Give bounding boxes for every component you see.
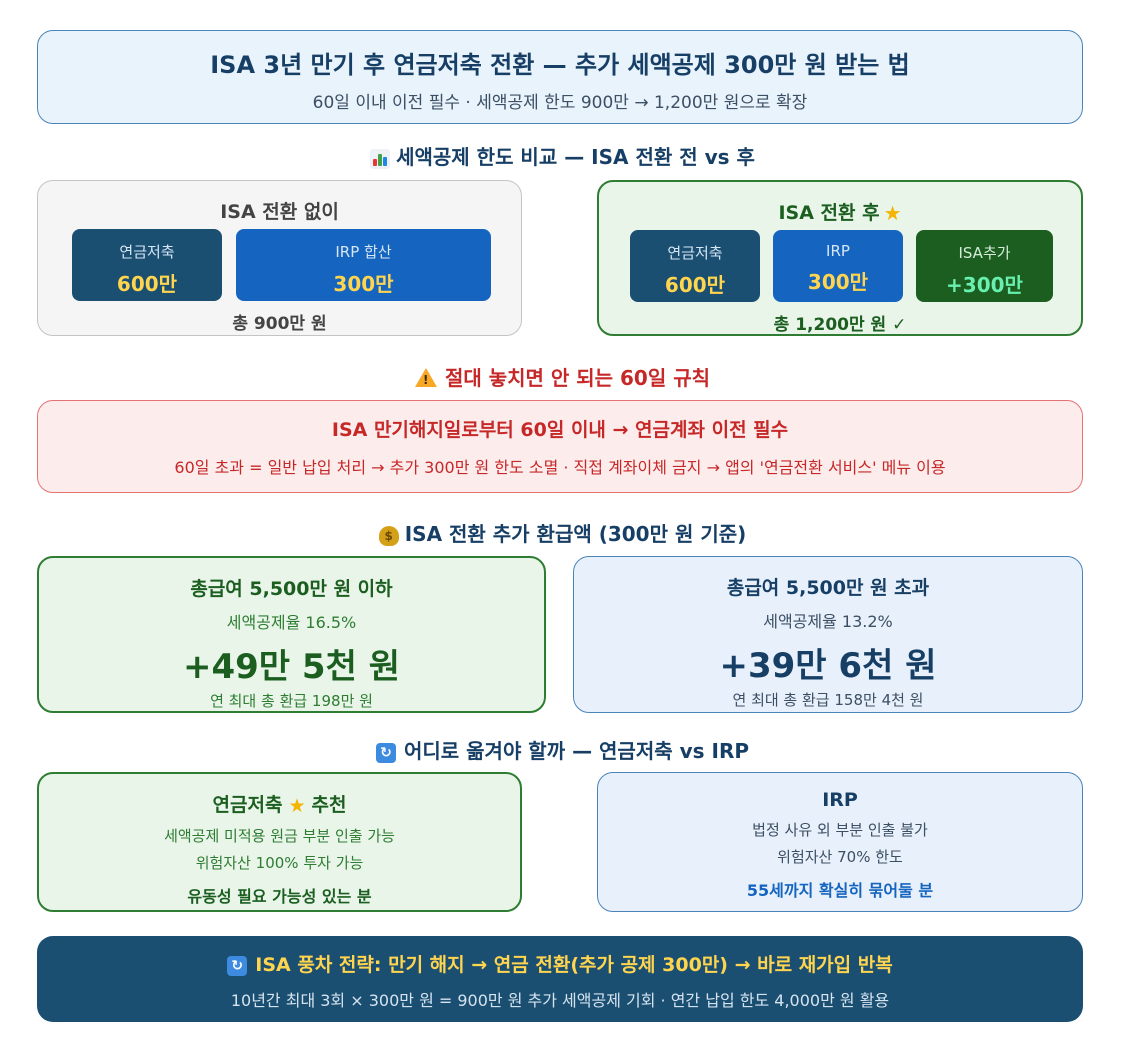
pension-savings-recommendation: 유동성 필요 가능성 있는 분 — [187, 887, 372, 906]
cycle-icon: ↻ — [227, 955, 248, 976]
refund-right-note: 연 최대 총 환급 158만 4천 원 — [732, 691, 924, 709]
compare-left-title: ISA 전환 없이 — [220, 201, 339, 223]
warning-icon — [414, 368, 437, 387]
refund-right-heading: 총급여 5,500만 원 초과 — [726, 577, 930, 599]
bar-chart-icon — [370, 148, 391, 169]
compare-card-with-isa: ISA 전환 후★ 연금저축 600만 IRP 300만 ISA추가 +300만… — [597, 180, 1083, 336]
money-bag-icon: $ — [378, 525, 399, 546]
refund-card-low-income: 총급여 5,500만 원 이하 세액공제율 16.5% +49만 5천 원 연 … — [37, 556, 546, 713]
compare-left-total: 총 900만 원 — [232, 314, 327, 334]
compare-right-title: ISA 전환 후★ — [778, 201, 902, 225]
tile-irp-combined: IRP 합산 300만 — [236, 229, 491, 301]
page-subtitle: 60일 이내 이전 필수 · 세액공제 한도 900만 → 1,200만 원으로… — [312, 93, 808, 113]
windmill-strategy-banner: ↻ISA 풍차 전략: 만기 해지 → 연금 전환(추가 공제 300만) → … — [37, 936, 1083, 1022]
refund-right-rate: 세액공제율 13.2% — [763, 612, 893, 631]
tile-pension-savings: 연금저축 600만 — [72, 229, 222, 301]
irp-card: IRP 법정 사유 외 부분 인출 불가 위험자산 70% 한도 55세까지 확… — [597, 772, 1083, 912]
sixty-day-rule-box: ISA 만기해지일로부터 60일 이내 → 연금계좌 이전 필수 60일 초과 … — [37, 400, 1083, 493]
tile-pension-savings: 연금저축 600만 — [630, 230, 760, 302]
refund-card-high-income: 총급여 5,500만 원 초과 세액공제율 13.2% +39만 6천 원 연 … — [573, 556, 1083, 713]
irp-line-2: 위험자산 70% 한도 — [777, 848, 903, 866]
star-icon: ★ — [288, 795, 306, 817]
refund-left-heading: 총급여 5,500만 원 이하 — [190, 578, 393, 600]
pension-savings-card: 연금저축★추천 세액공제 미적용 원금 부분 인출 가능 위험자산 100% 투… — [37, 772, 522, 912]
refund-section-title: $ISA 전환 추가 환급액 (300만 원 기준) — [0, 518, 1125, 547]
irp-line-1: 법정 사유 외 부분 인출 불가 — [752, 821, 928, 839]
pension-savings-line-1: 세액공제 미적용 원금 부분 인출 가능 — [164, 827, 395, 845]
star-icon: ★ — [883, 201, 902, 225]
cycle-icon: ↻ — [375, 742, 396, 763]
irp-recommendation: 55세까지 확실히 묶어둘 분 — [746, 881, 934, 900]
warning-text: 60일 초과 = 일반 납입 처리 → 추가 300만 원 한도 소멸 · 직접… — [174, 458, 946, 477]
refund-left-rate: 세액공제율 16.5% — [226, 613, 357, 632]
tile-irp: IRP 300만 — [773, 230, 903, 302]
compare-right-total: 총 1,200만 원 ✓ — [773, 315, 907, 335]
pension-savings-title: 연금저축★추천 — [212, 794, 347, 817]
strategy-text: 10년간 최대 3회 × 300만 원 = 900만 원 추가 세액공제 기회 … — [230, 991, 890, 1010]
tile-isa-extra: ISA추가 +300만 — [916, 230, 1053, 302]
pension-savings-line-2: 위험자산 100% 투자 가능 — [195, 854, 364, 872]
warning-title: ISA 만기해지일로부터 60일 이내 → 연금계좌 이전 필수 — [331, 419, 789, 441]
strategy-title: ↻ISA 풍차 전략: 만기 해지 → 연금 전환(추가 공제 300만) → … — [37, 950, 1083, 977]
page-title: ISA 3년 만기 후 연금저축 전환 — 추가 세액공제 300만 원 받는 … — [210, 51, 910, 79]
refund-left-amount: +49만 5천 원 — [183, 647, 400, 687]
where-section-title: ↻어디로 옮겨야 할까 — 연금저축 vs IRP — [0, 735, 1125, 764]
header-banner: ISA 3년 만기 후 연금저축 전환 — 추가 세액공제 300만 원 받는 … — [37, 30, 1083, 124]
compare-section-title: 세액공제 한도 비교 — ISA 전환 전 vs 후 — [0, 141, 1125, 170]
compare-card-without-isa: ISA 전환 없이 연금저축 600만 IRP 합산 300만 총 900만 원 — [37, 180, 522, 336]
refund-right-amount: +39만 6천 원 — [719, 646, 937, 686]
irp-title: IRP — [822, 789, 858, 811]
warning-section-title: 절대 놓치면 안 되는 60일 규칙 — [0, 362, 1125, 391]
refund-left-note: 연 최대 총 환급 198만 원 — [210, 692, 373, 710]
